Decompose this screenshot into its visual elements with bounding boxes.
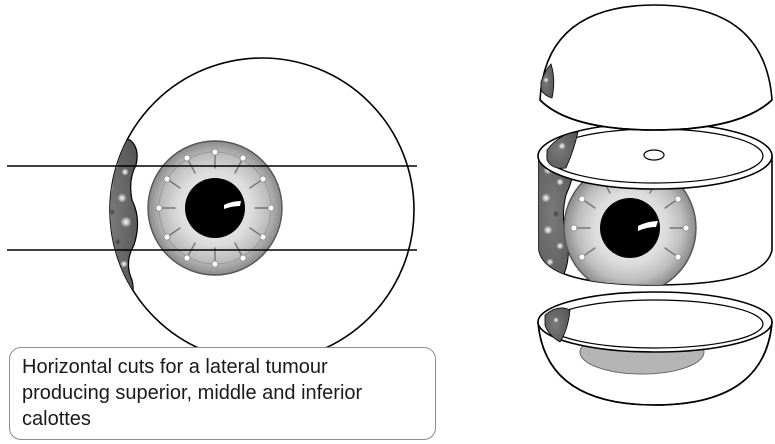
inferior-cut-surface (538, 292, 772, 352)
middle-pupil (600, 198, 660, 258)
optic-nerve-section (644, 150, 664, 160)
inferior-calotte (538, 292, 772, 405)
pupil (185, 178, 245, 238)
whole-eyeball (94, 58, 414, 362)
caption-text: Horizontal cuts for a lateral tumour pro… (22, 354, 425, 432)
caption-box: Horizontal cuts for a lateral tumour pro… (9, 347, 436, 440)
superior-calotte (540, 5, 772, 130)
